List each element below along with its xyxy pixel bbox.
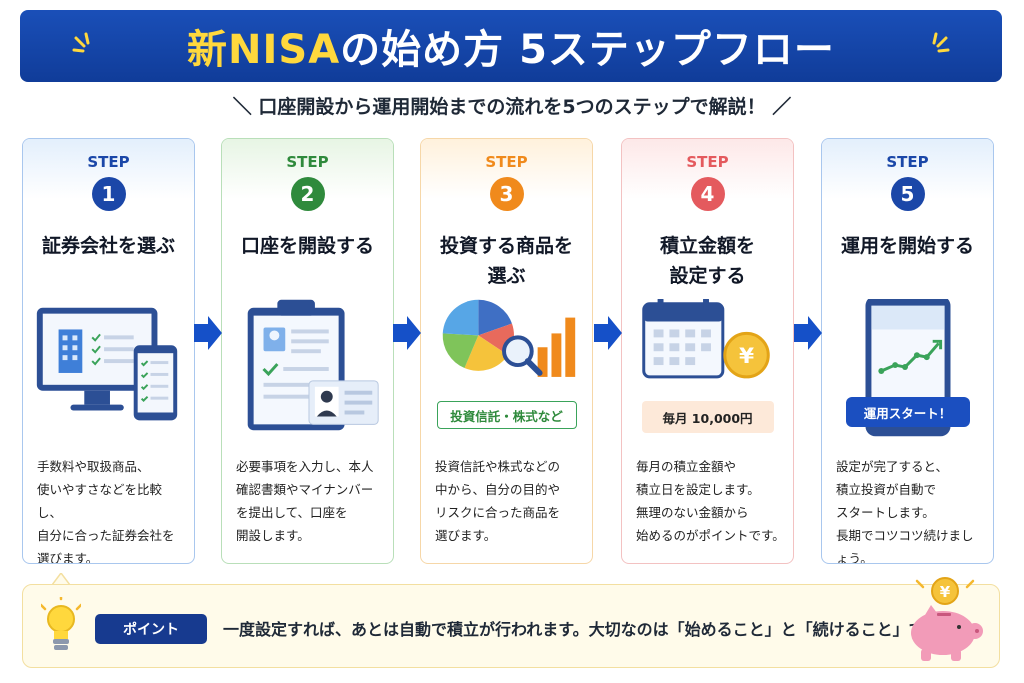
step-card-4: STEP 4 積立金額を 設定する ¥ 毎月 10,000円 毎月の積立金額や …	[621, 138, 794, 564]
desc-line: 選びます。	[37, 551, 99, 564]
step-description: 必要事項を入力し、本人 確認書類やマイナンバー を提出して、口座を 開設します。	[236, 455, 385, 547]
arrow-right-icon	[194, 316, 222, 350]
desc-line: スタートします。	[836, 505, 935, 520]
step-title-line: 運用を開始する	[840, 235, 974, 257]
step-title-line: 投資する商品を	[439, 235, 573, 257]
step-number-badge: 4	[690, 177, 725, 211]
desc-line: 確認書類やマイナンバー	[236, 482, 374, 497]
title-rest: の始め方 5ステップフロー	[340, 27, 835, 73]
desc-line: 中から、自分の目的や	[435, 482, 561, 497]
clipboard-form-icon	[247, 299, 379, 431]
step-label: STEP	[87, 153, 130, 171]
point-text: 一度設定すれば、あとは自動で積立が行われます。大切なのは「始めること」と「続ける…	[223, 620, 957, 639]
pie-chart-magnifier-icon	[442, 299, 576, 377]
point-callout-tail	[52, 573, 70, 585]
step-number-badge: 3	[489, 177, 524, 211]
step-number-badge: 5	[890, 177, 925, 211]
piggy-bank-yen-icon: ¥	[911, 577, 983, 661]
desc-line: 開設します。	[236, 528, 310, 543]
step-title: 投資する商品を 選ぶ	[421, 231, 592, 291]
start-operation-chip: 運用スタート！	[845, 397, 970, 427]
step-description: 投資信託や株式などの 中から、自分の目的や リスクに合った商品を 選びます。	[435, 455, 584, 547]
desc-line: 設定が完了すると、	[836, 459, 949, 474]
desc-line: 長期でコツコツ続けましょう。	[836, 528, 974, 564]
desc-line: を提出して、口座を	[236, 505, 348, 520]
step-title: 積立金額を 設定する	[622, 231, 793, 291]
svg-text:¥: ¥	[940, 583, 951, 601]
step-card-1: STEP 1 証券会社を選ぶ 手数料や取扱商品、 使いやすさなどを比較し、 自分…	[22, 138, 195, 564]
arrow-right-icon	[594, 316, 622, 350]
computer-and-phone-icon	[36, 307, 178, 421]
step-card-3: STEP 3 投資する商品を 選ぶ 投資信託・株式など 投資信託や株式などの 中…	[420, 138, 593, 564]
step-label: STEP	[886, 153, 929, 171]
step-card-5: STEP 5 運用を開始する 運用スタート！ 設定が完了すると、 積立投資が自動…	[821, 138, 994, 564]
subtitle: ＼ 口座開設から運用開始までの流れを5つのステップで解説！ ／	[232, 96, 792, 118]
desc-line: 自分に合った証券会社を	[37, 528, 175, 543]
step-label: STEP	[286, 153, 329, 171]
arrow-right-icon	[393, 316, 421, 350]
desc-line: リスクに合った商品を	[435, 505, 561, 520]
step-title: 運用を開始する	[822, 231, 993, 261]
step-header: STEP	[421, 139, 592, 199]
arrow-right-icon	[794, 316, 822, 350]
step-description: 設定が完了すると、 積立投資が自動で スタートします。 長期でコツコツ続けましょ…	[836, 455, 985, 564]
step-description: 毎月の積立金額や 積立日を設定します。 無理のない金額から 始めるのがポイントで…	[636, 455, 785, 547]
sparkle-right-icon	[932, 32, 950, 53]
point-box: ポイント 一度設定すれば、あとは自動で積立が行われます。大切なのは「始めること」…	[22, 577, 1000, 668]
desc-line: 手数料や取扱商品、	[37, 459, 150, 474]
desc-line: 積立投資が自動で	[836, 482, 937, 497]
desc-line: 始めるのがポイントです。	[636, 528, 785, 543]
light-bulb-icon	[41, 597, 81, 650]
desc-line: 投資信託や株式などの	[435, 459, 561, 474]
monthly-amount-chip: 毎月 10,000円	[641, 401, 774, 433]
step-label: STEP	[686, 153, 729, 171]
desc-line: 無理のない金額から	[636, 505, 749, 520]
title-highlight: 新NISA	[187, 27, 341, 73]
page-title: 新NISAの始め方 5ステップフロー	[187, 17, 835, 75]
svg-text:¥: ¥	[739, 344, 754, 369]
desc-line: 必要事項を入力し、本人	[236, 459, 374, 474]
step-number-badge: 1	[91, 177, 126, 211]
sparkle-left-icon	[72, 32, 90, 53]
step-number-badge: 2	[290, 177, 325, 211]
desc-line: 使いやすさなどを比較し、	[37, 482, 163, 520]
step-title: 証券会社を選ぶ	[23, 231, 194, 261]
title-banner: 新NISAの始め方 5ステップフロー	[20, 10, 1002, 82]
calendar-yen-coin-icon: ¥	[642, 299, 770, 379]
step-title: 口座を開設する	[222, 231, 393, 261]
step-title-line: 口座を開設する	[240, 235, 374, 257]
point-badge: ポイント	[95, 614, 207, 644]
step-title-line: 積立金額を	[659, 235, 755, 257]
step-title-line: 設定する	[669, 265, 746, 287]
desc-line: 毎月の積立金額や	[636, 459, 737, 474]
desc-line: 積立日を設定します。	[636, 482, 760, 497]
product-type-chip: 投資信託・株式など	[436, 401, 577, 429]
step-label: STEP	[485, 153, 528, 171]
step-title-line: 選ぶ	[487, 265, 526, 287]
desc-line: 選びます。	[435, 528, 497, 543]
step-title-line: 証券会社を選ぶ	[41, 235, 175, 257]
step-description: 手数料や取扱商品、 使いやすさなどを比較し、 自分に合った証券会社を 選びます。	[37, 455, 186, 564]
step-card-2: STEP 2 口座を開設する 必要事項を入力し、本人 確認書類やマイナンバー を…	[221, 138, 394, 564]
